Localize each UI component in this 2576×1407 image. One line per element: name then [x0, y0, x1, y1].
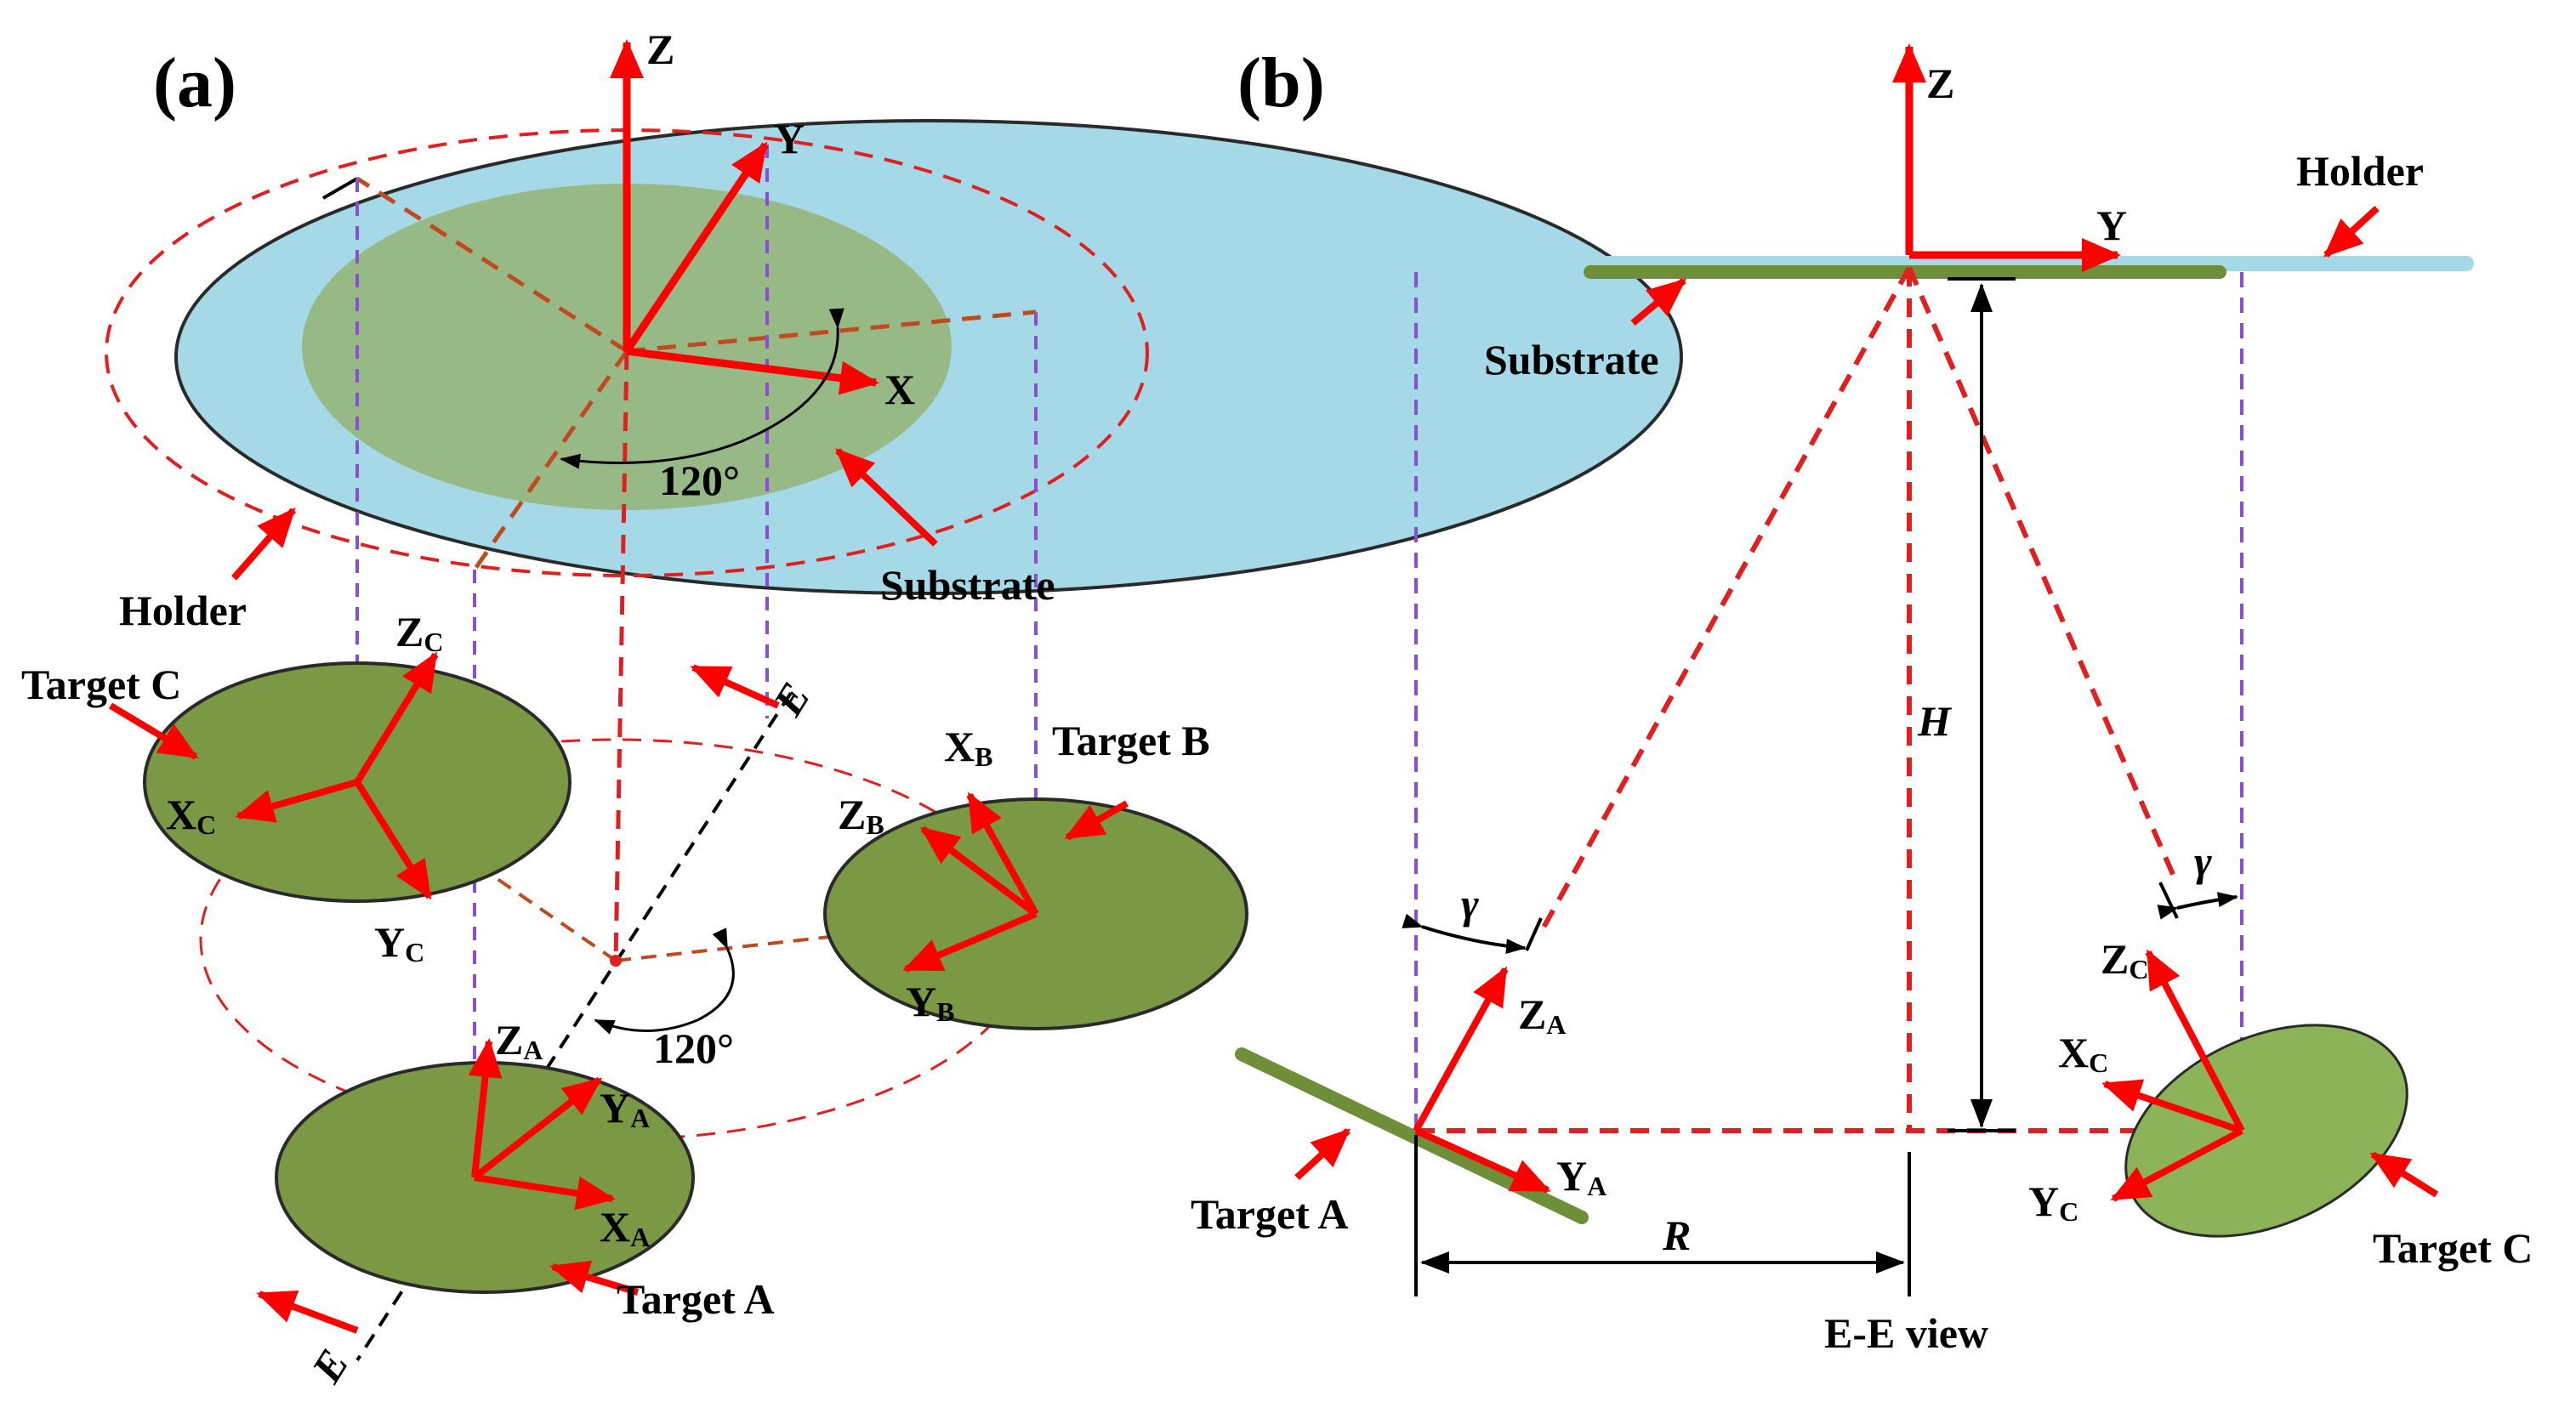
global-x-label: X [884, 366, 915, 413]
target-c-axes [235, 651, 439, 900]
target-c-x-label-b: XC [2058, 1029, 2108, 1078]
angle-top-label: 120° [659, 457, 740, 504]
target-a-label-b: Target A [1191, 1190, 1349, 1238]
gamma-left-label: γ [1461, 880, 1479, 928]
global-y-label: Y [774, 115, 805, 162]
radius-dimension [1414, 1135, 1911, 1296]
panel-a-label: (a) [153, 43, 236, 122]
height-dimension [1948, 277, 2016, 1132]
height-label: H [1917, 697, 1953, 745]
holder-label-b: Holder [2296, 147, 2424, 195]
angle-arc-top [560, 308, 844, 469]
global-z-label: Z [646, 26, 674, 73]
pointer-arrows-a [108, 448, 1129, 1334]
target-b-y-label: YB [906, 978, 954, 1027]
panel-b-label: (b) [1237, 43, 1325, 122]
target-b-axes [902, 791, 1039, 973]
view-label: E-E view [1824, 1309, 1988, 1357]
target-a-x-label: XA [600, 1203, 650, 1252]
target-c-z-label-b: ZC [2101, 935, 2148, 984]
red-dashed-geometry [1416, 266, 2242, 1133]
target-c-label-b: Target C [2373, 1224, 2533, 1272]
target-a-z-label-b: ZA [1518, 990, 1566, 1040]
target-c-label-a: Target C [21, 661, 181, 708]
gamma-right-label: γ [2194, 837, 2212, 885]
holder-label-a: Holder [119, 587, 247, 634]
target-a-y-label-b: YA [1556, 1152, 1606, 1201]
target-c-z-label: ZC [395, 608, 443, 657]
global-y-label-b: Y [2096, 201, 2127, 249]
target-a-axes [468, 1038, 616, 1211]
orbit-center-dot [610, 955, 622, 967]
target-a-axes-b [1413, 966, 1551, 1194]
target-b-z-label: ZB [838, 791, 884, 840]
target-a-z-label: ZA [495, 1016, 543, 1065]
purple-projection-lines-b [1414, 272, 2243, 1135]
target-a-label-a: Target A [617, 1275, 775, 1323]
target-c-axes-b [2101, 949, 2245, 1202]
substrate-label-b: Substrate [1484, 336, 1659, 383]
angle-arc-bottom [594, 928, 735, 1035]
section-bottom-label: E [302, 1341, 358, 1391]
panel-b: (b) Z Y [1191, 43, 2533, 1357]
section-top-label: E [764, 674, 820, 724]
gamma-right-mark [2157, 882, 2238, 920]
substrate-label-a: Substrate [880, 561, 1055, 609]
target-c-y-label: YC [374, 918, 424, 967]
target-c-y-label-b: YC [2028, 1177, 2078, 1227]
pointer-arrows-b [1294, 206, 2439, 1198]
target-c-x-label: XC [166, 791, 216, 840]
target-b-label-a: Target B [1052, 717, 1210, 764]
target-b-x-label: XB [944, 723, 992, 772]
angle-bottom-label: 120° [653, 1024, 734, 1072]
panel-a: (a) [21, 26, 1683, 1391]
global-z-label-b: Z [1926, 60, 1954, 107]
global-axes-b [1892, 43, 2121, 272]
radius-label: R [1662, 1211, 1691, 1259]
target-a-y-label: YA [600, 1084, 650, 1133]
gamma-left-mark [1402, 913, 1543, 955]
